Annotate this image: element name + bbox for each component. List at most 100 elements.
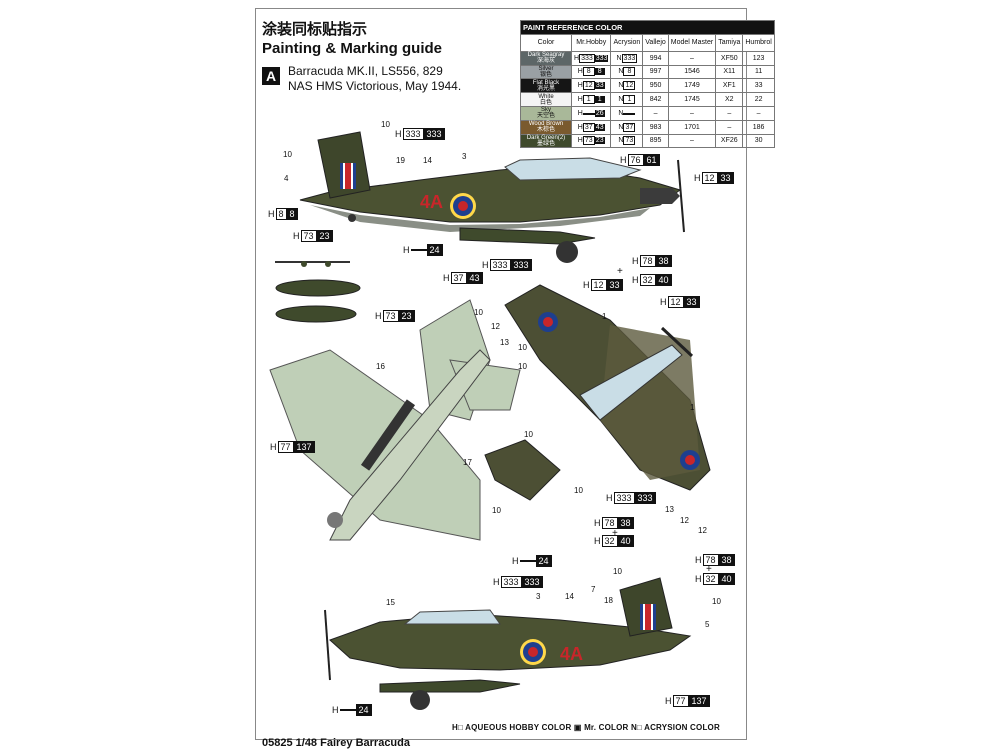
part-number-label: 10 (518, 343, 527, 352)
humbrol-cell: 186 (742, 119, 775, 135)
callout-code-mrcolor: 38 (718, 554, 735, 566)
callout-code-mrcolor: 33 (683, 296, 700, 308)
color-name: White (538, 93, 554, 100)
color-name: Wood Brown (528, 121, 564, 128)
callout-code-mrcolor: 40 (718, 573, 735, 585)
color-name-cn: 白色 (539, 99, 552, 106)
part-number-label: 13 (500, 338, 509, 347)
callout-code-mrcolor: 40 (617, 535, 634, 547)
color-name: Flat Black (532, 79, 560, 86)
part-number-label: 3 (536, 592, 541, 601)
page-frame (255, 8, 747, 740)
callout-code-aqueous: 78 (639, 255, 656, 267)
color-name: Sky (540, 107, 551, 114)
table-header-4: Model Master (667, 33, 717, 52)
table-header-1: Mr.Hobby (570, 33, 612, 52)
callout-code-aqueous: 32 (639, 274, 656, 286)
color-legend: H□ AQUEOUS HOBBY COLOR ▣ Mr. COLOR N□ AC… (452, 723, 720, 732)
callout-code-aqueous: 78 (601, 517, 618, 529)
part-number-label: 10 (613, 567, 622, 576)
callout-code-mrcolor: 333 (634, 492, 656, 504)
callout-code-mrcolor: 43 (466, 272, 483, 284)
part-number-label: 12 (680, 516, 689, 525)
callout-code-aqueous: 333 (489, 259, 511, 271)
color-name-cn: 墨绿色 (536, 140, 555, 147)
part-number-label: 3 (462, 152, 467, 161)
callout-code-aqueous: 333 (402, 128, 424, 140)
fuselage-code-lower: 4A (560, 644, 583, 664)
color-name-cn: 深海灰 (536, 58, 555, 65)
part-number-label: 10 (574, 486, 583, 495)
part-number-label: 4 (284, 174, 289, 183)
side-view-left: 4A (299, 131, 685, 263)
color-swatch: Dark Green(2)墨绿色 (520, 133, 572, 149)
callout-code-aqueous: 78 (702, 554, 719, 566)
callout-code-aqueous (339, 709, 356, 711)
callout-code-aqueous: 37 (450, 272, 467, 284)
table-header-0: Color (520, 33, 572, 52)
part-number-label: 7 (591, 585, 596, 594)
part-number-label: 10 (283, 150, 292, 159)
part-number-label: 13 (665, 505, 674, 514)
callout-code-aqueous: 8 (275, 208, 287, 220)
table-header-3: Vallejo (642, 33, 669, 52)
callout-code-mrcolor: 24 (426, 244, 443, 256)
color-name: Dark Seagray (527, 52, 565, 59)
callout-code-mrcolor: 23 (398, 310, 415, 322)
table-header-5: Tamiya (715, 33, 744, 52)
stores-details (275, 261, 361, 323)
callout-code-aqueous: 77 (277, 441, 294, 453)
callout-code-mrcolor: 24 (535, 555, 552, 567)
color-name-cn: 银色 (539, 71, 552, 78)
underside-view (269, 299, 521, 541)
humbrol-cell: 30 (742, 133, 775, 149)
title-english: Painting & Marking guide (262, 40, 443, 57)
callout-code-mrcolor: 137 (293, 441, 315, 453)
color-name-cn: 木棕色 (536, 127, 555, 134)
side-view-right: 4A (324, 577, 692, 710)
part-number-label: 10 (474, 308, 483, 317)
callout-code-aqueous: 73 (300, 230, 317, 242)
part-number-label: 10 (524, 430, 533, 439)
part-number-label: 14 (565, 592, 574, 601)
callout-code-mrcolor: 333 (423, 128, 445, 140)
callout-code-aqueous: 76 (627, 154, 644, 166)
part-number-label: 15 (386, 598, 395, 607)
callout-code-mrcolor: 61 (643, 154, 660, 166)
title-chinese: 涂装同标贴指示 (262, 20, 368, 38)
footer-kit-name: 05825 1/48 Fairey Barracuda (262, 737, 410, 749)
table-header-2: Acrysion (610, 33, 644, 52)
callout-code-mrcolor: 38 (617, 517, 634, 529)
